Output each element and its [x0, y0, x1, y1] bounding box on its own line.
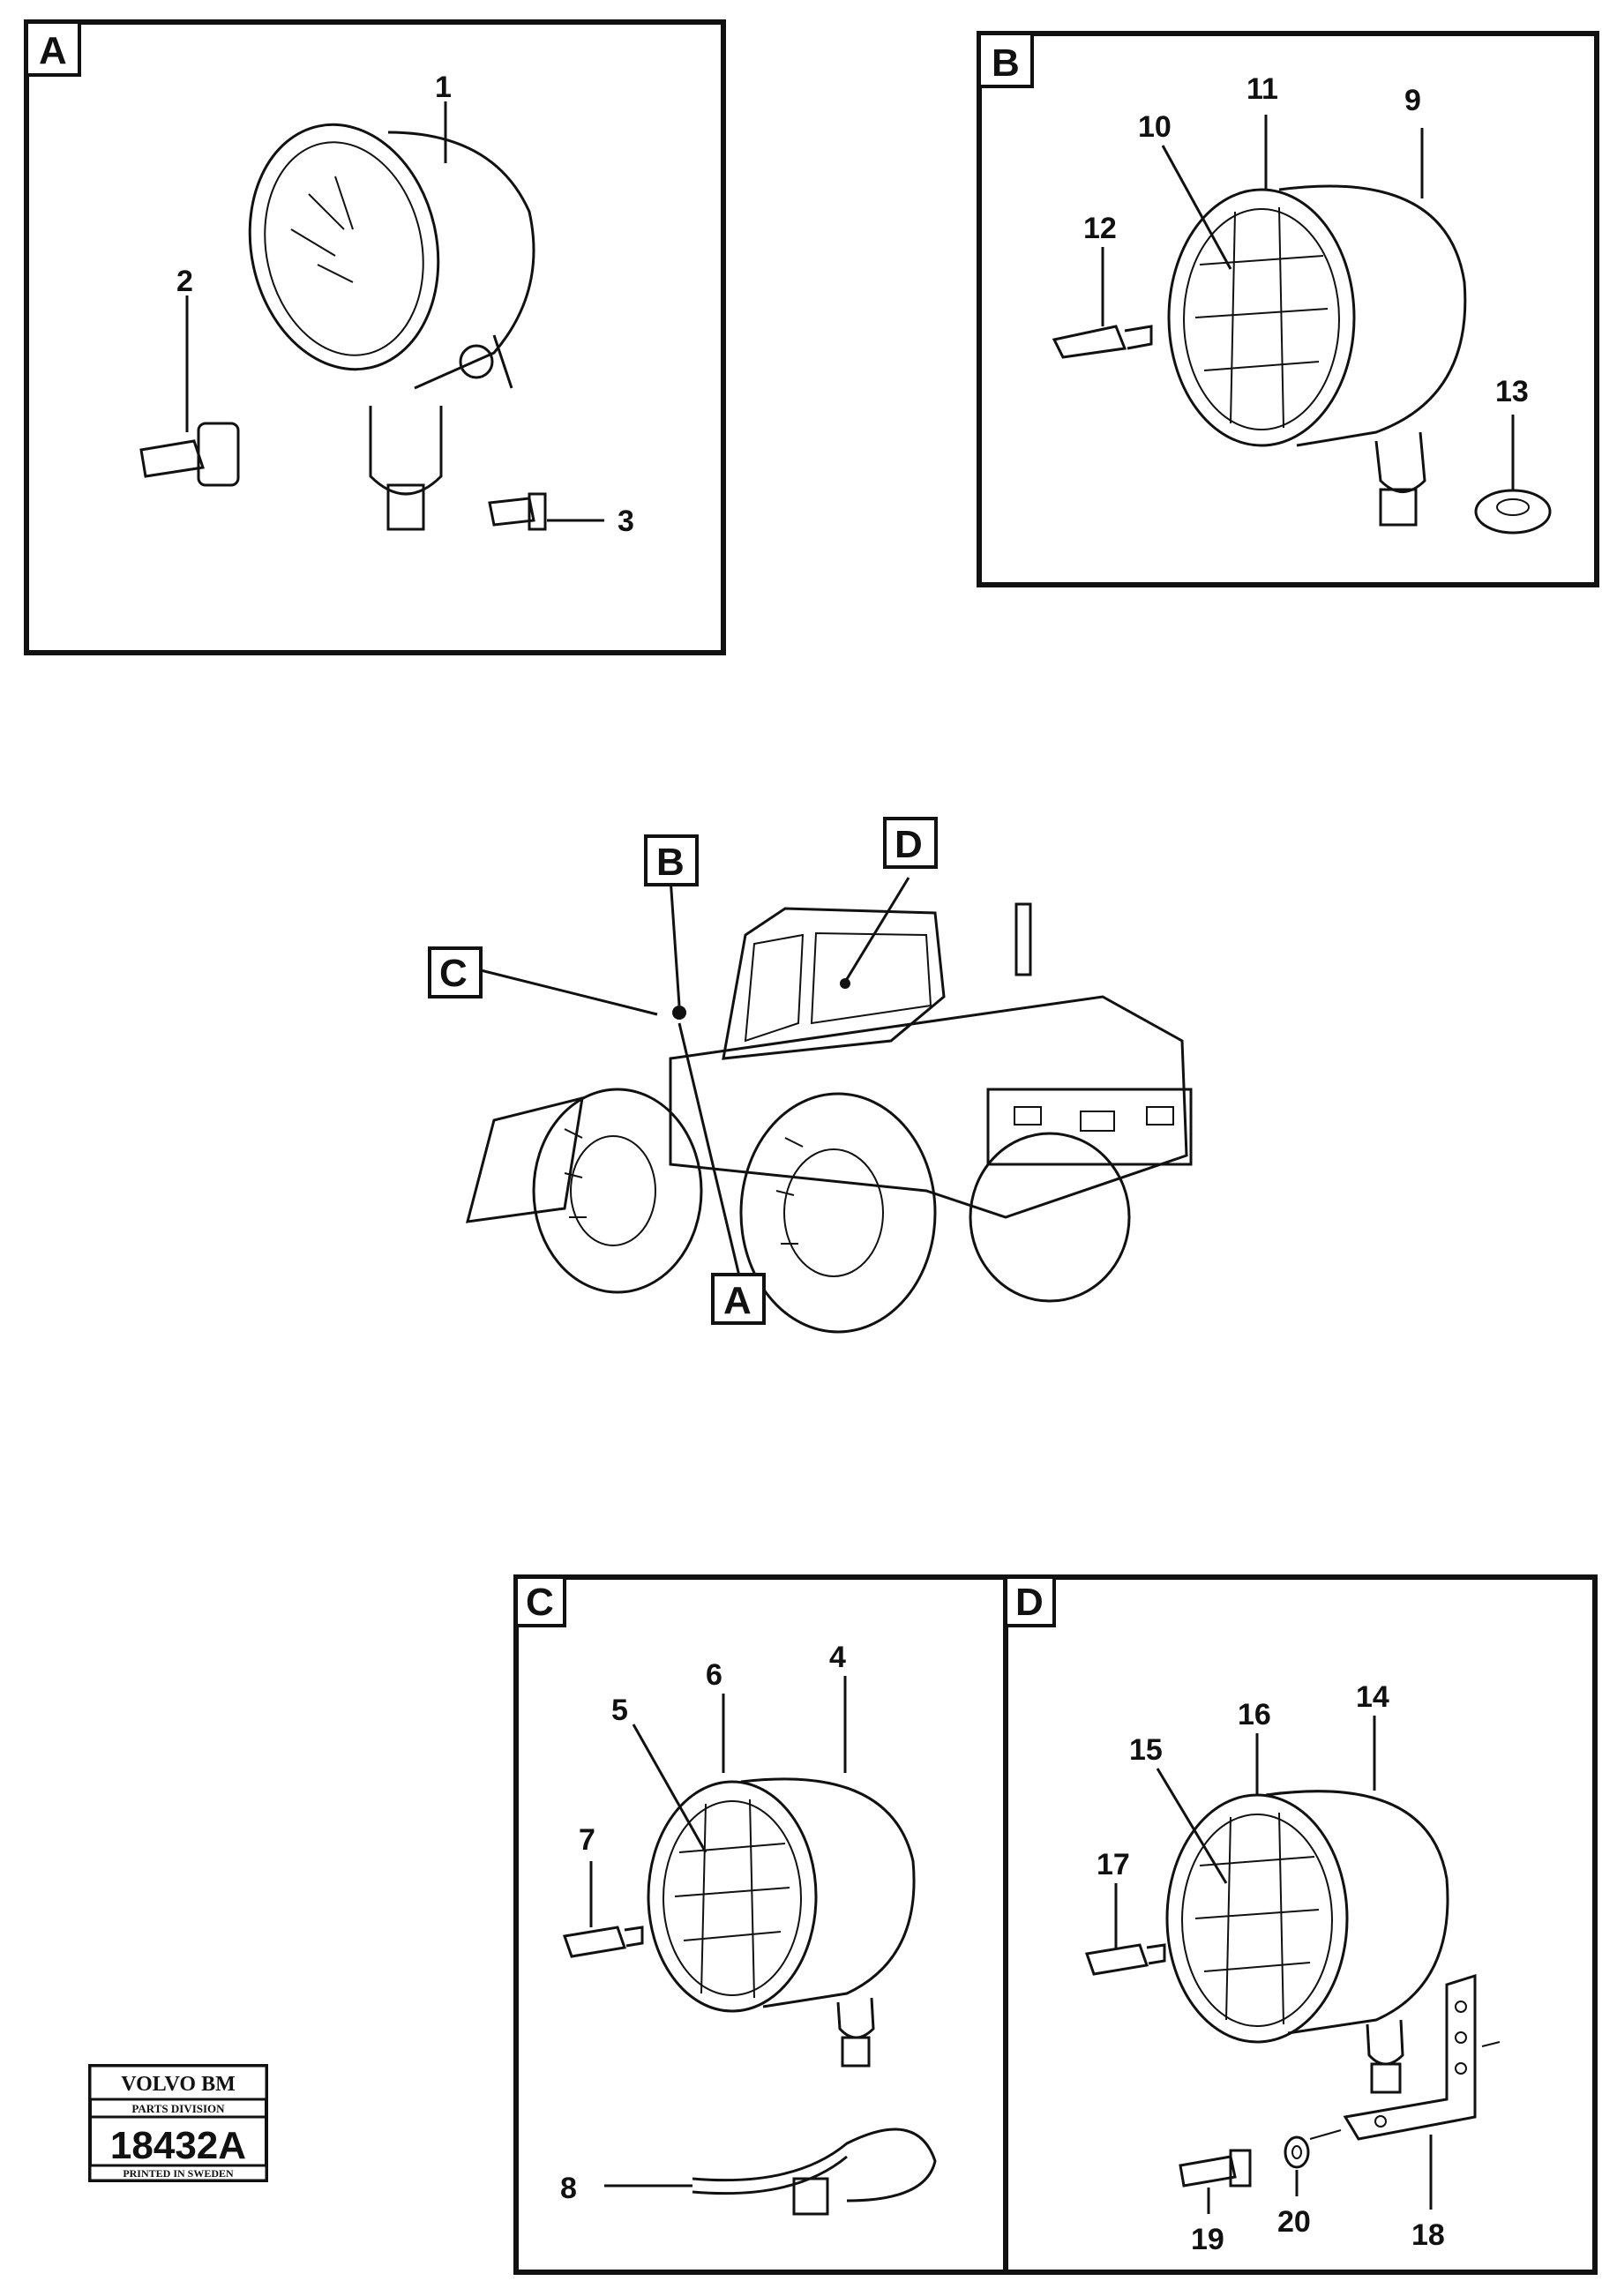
cab-point-dot [840, 978, 850, 989]
callout-8: 8 [560, 2172, 577, 2205]
panel-c: C 4 5 6 7 8 [513, 1574, 1008, 2275]
logo-footer: PRINTED IN SWEDEN [123, 2167, 234, 2180]
callout-19: 19 [1191, 2223, 1224, 2256]
bolt-part-3 [488, 492, 547, 531]
bulb-part-12 [1052, 325, 1153, 359]
washer-part-20 [1284, 2135, 1310, 2169]
work-light-part-9 [1167, 184, 1467, 527]
panel-c-label: C [526, 1581, 554, 1624]
panel-d-label: D [1015, 1581, 1044, 1624]
panel-d-tag [1004, 1575, 1056, 1627]
overview-tag-a [711, 1273, 766, 1325]
panel-a-tag [25, 20, 81, 77]
callout-15: 15 [1129, 1733, 1163, 1767]
bolt-part-19 [1179, 2149, 1252, 2188]
panel-b-label: B [992, 41, 1020, 85]
wheel-loader-overview: B D C A [428, 817, 1193, 1334]
headlamp-part-1 [248, 123, 535, 531]
bulb-part-17 [1084, 1943, 1166, 1976]
strap-part-8 [692, 2128, 937, 2216]
bulb-part-2 [139, 422, 240, 487]
logo-division: PARTS DIVISION [131, 2102, 225, 2115]
callout-7: 7 [579, 1823, 595, 1857]
callout-20: 20 [1277, 2205, 1311, 2239]
callout-14: 14 [1356, 1680, 1389, 1714]
callout-5: 5 [611, 1694, 628, 1727]
overview-tag-b [644, 834, 699, 886]
callout-17: 17 [1097, 1848, 1130, 1881]
overview-tag-b-label: B [656, 841, 685, 884]
work-light-part-14 [1165, 1790, 1449, 2094]
logo-code: 18432A [110, 2124, 246, 2167]
callout-2: 2 [176, 265, 193, 298]
overview-tag-a-label: A [723, 1279, 752, 1322]
panel-b-tag [977, 32, 1034, 88]
bulb-part-7 [562, 1926, 644, 1958]
work-light-part-4 [647, 1777, 916, 2068]
panel-a: A 1 2 3 [24, 19, 726, 655]
callout-6: 6 [706, 1658, 722, 1692]
overview-tag-d [883, 817, 938, 869]
panel-b: B 9 10 11 12 13 [977, 31, 1599, 587]
panel-c-tag [514, 1575, 566, 1627]
callout-12: 12 [1083, 212, 1117, 245]
callout-1: 1 [435, 71, 452, 104]
grommet-part-13 [1474, 489, 1552, 535]
callout-13: 13 [1495, 375, 1529, 408]
callout-3: 3 [618, 505, 634, 538]
callout-11: 11 [1246, 72, 1278, 106]
callout-9: 9 [1404, 84, 1421, 117]
overview-tag-c-label: C [439, 952, 468, 995]
volvo-bm-logo-stamp: VOLVO BM PARTS DIVISION 18432A PRINTED I… [88, 2064, 268, 2182]
logo-brand: VOLVO BM [121, 2073, 236, 2096]
panel-d: D [1003, 1574, 1598, 2275]
mount-point-dot [672, 1006, 686, 1020]
bracket-part-18 [1343, 1973, 1477, 2141]
callout-18: 18 [1411, 2218, 1445, 2252]
callout-16: 16 [1238, 1698, 1271, 1731]
overview-tag-d-label: D [895, 823, 923, 866]
callout-4: 4 [829, 1641, 846, 1674]
overview-tag-c [428, 946, 483, 998]
panel-a-label: A [39, 29, 67, 72]
callout-10: 10 [1138, 110, 1172, 144]
